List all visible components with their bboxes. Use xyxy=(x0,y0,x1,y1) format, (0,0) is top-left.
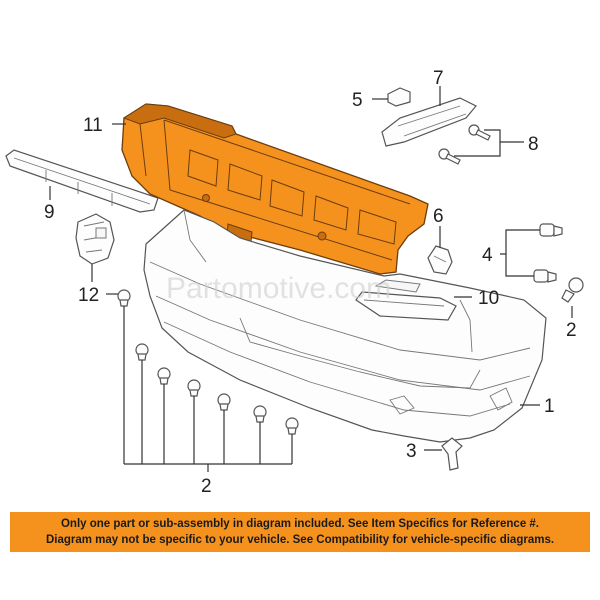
callout-7: 7 xyxy=(433,68,444,89)
part-11-highlighted-absorber xyxy=(121,103,429,275)
part-2-bolts-lower xyxy=(117,289,299,435)
part-7-bracket-strip xyxy=(381,97,477,147)
callout-6: 6 xyxy=(433,206,444,227)
callout-2-bottom: 2 xyxy=(201,476,212,497)
callout-8: 8 xyxy=(528,134,539,155)
callout-2-right: 2 xyxy=(566,320,577,341)
notice-line-1: Only one part or sub-assembly in diagram… xyxy=(60,518,540,530)
callout-4: 4 xyxy=(482,245,493,266)
part-3-push-clip xyxy=(441,437,463,471)
disclaimer-notice: Only one part or sub-assembly in diagram… xyxy=(10,512,590,552)
part-2-screw-right xyxy=(561,277,584,303)
part-9-trim-strip xyxy=(5,149,159,213)
notice-line-2: Diagram may not be specific to your vehi… xyxy=(45,534,555,546)
part-8-bolts xyxy=(438,124,491,165)
leader-lines xyxy=(49,86,573,472)
callout-10: 10 xyxy=(478,288,499,309)
watermark: Partomotive.com xyxy=(166,272,391,305)
part-10-side-trim xyxy=(355,279,457,321)
callout-3: 3 xyxy=(406,441,417,462)
part-12-bracket xyxy=(75,213,115,265)
part-4-fasteners xyxy=(533,223,563,283)
callout-12: 12 xyxy=(78,285,99,306)
callout-1: 1 xyxy=(544,396,555,417)
part-1-bumper-cover xyxy=(143,209,547,443)
part-5-clip xyxy=(387,87,411,107)
callout-11: 11 xyxy=(83,115,103,136)
part-6-clip xyxy=(427,245,453,275)
callout-5: 5 xyxy=(352,90,363,111)
callout-9: 9 xyxy=(44,202,55,223)
